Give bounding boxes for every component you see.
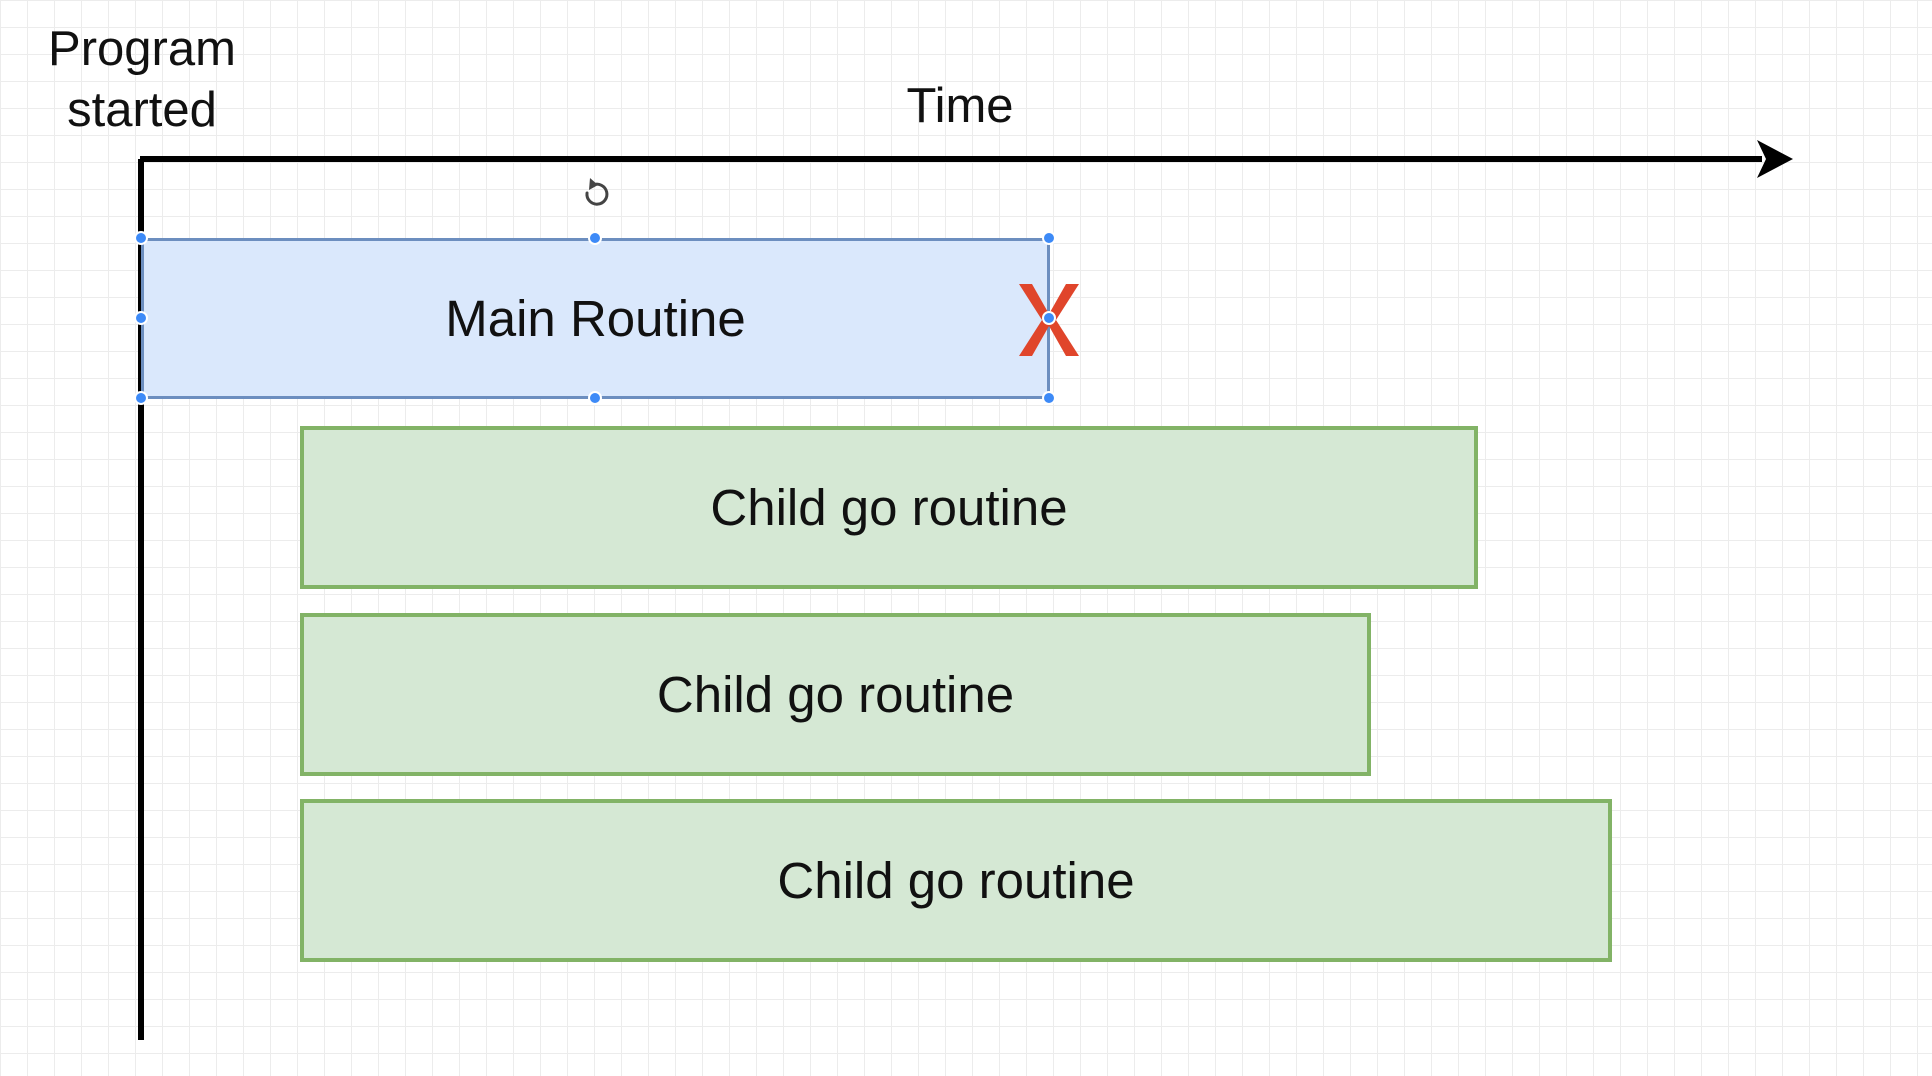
main-routine-box[interactable]: Main Routine	[141, 238, 1050, 399]
program-started-line2: started	[67, 83, 217, 137]
selection-handle-bottom-middle[interactable]	[588, 391, 602, 405]
selection-handle-middle-left[interactable]	[134, 311, 148, 325]
time-axis-arrowhead	[1757, 140, 1793, 178]
child-routine-box-1[interactable]: Child go routine	[300, 426, 1478, 589]
selection-handle-top-left[interactable]	[134, 231, 148, 245]
child-routine-box-3[interactable]: Child go routine	[300, 799, 1612, 962]
child-routine-box-2[interactable]: Child go routine	[300, 613, 1371, 776]
child-routine-label-2: Child go routine	[656, 666, 1015, 723]
program-started-line1: Program	[48, 22, 236, 76]
selection-handle-bottom-left[interactable]	[134, 391, 148, 405]
child-routine-label-1: Child go routine	[710, 479, 1068, 536]
main-routine-label: Main Routine	[445, 290, 746, 347]
selection-handle-top-middle[interactable]	[588, 231, 602, 245]
time-axis-label: Time	[906, 79, 1014, 133]
rotate-handle-icon[interactable]	[579, 177, 613, 213]
selection-handle-bottom-right[interactable]	[1042, 391, 1056, 405]
child-routine-label-3: Child go routine	[777, 852, 1135, 909]
program-started-label: Program started	[40, 19, 244, 141]
selection-handle-top-right[interactable]	[1042, 231, 1056, 245]
selection-handle-middle-right[interactable]	[1042, 311, 1056, 325]
